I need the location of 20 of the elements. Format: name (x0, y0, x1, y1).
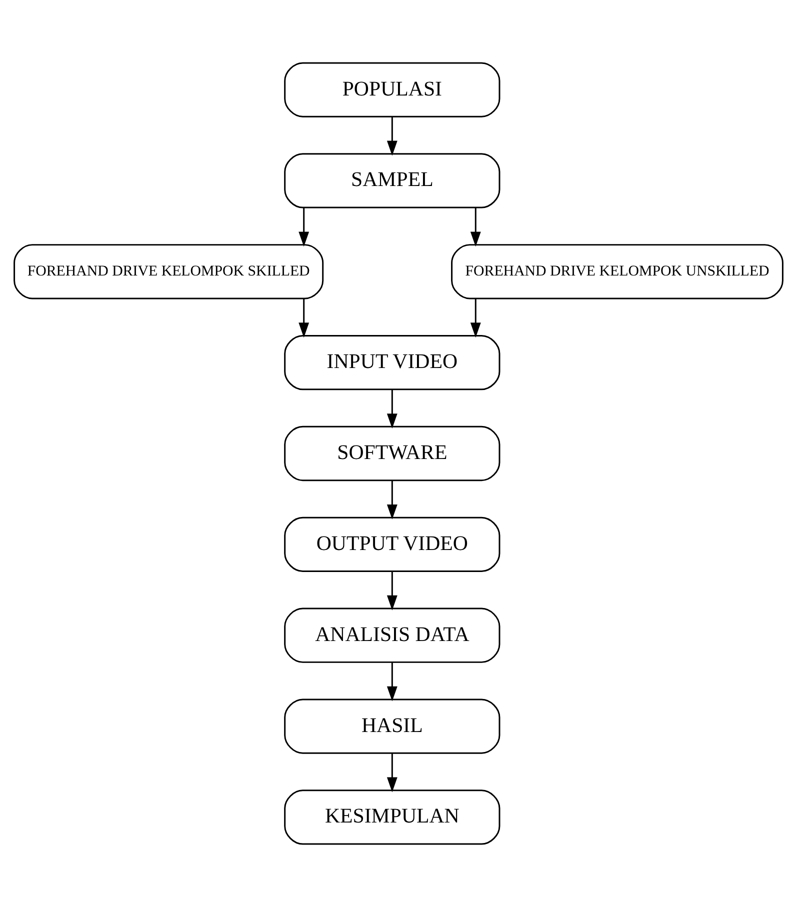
arrow (386, 480, 398, 519)
node-box: HASIL (284, 698, 500, 754)
node-box: POPULASI (284, 62, 500, 117)
arrow (386, 662, 398, 701)
arrow (298, 298, 310, 338)
node-box: FOREHAND DRIVE KELOMPOK UNSKILLED (451, 244, 784, 299)
arrow (386, 116, 398, 156)
node-box: INPUT VIDEO (284, 334, 500, 390)
arrow (386, 571, 398, 610)
node-box: FOREHAND DRIVE KELOMPOK SKILLED (14, 244, 324, 299)
node-box: SOFTWARE (284, 425, 500, 481)
arrow (470, 208, 481, 246)
node-box: SAMPEL (284, 152, 500, 208)
arrow (470, 298, 481, 338)
arrow (386, 753, 398, 792)
node-box: KESIMPULAN (284, 789, 500, 844)
arrow (386, 389, 398, 428)
node-box: ANALISIS DATA (284, 607, 500, 662)
arrow (298, 208, 310, 246)
node-box: OUTPUT VIDEO (284, 516, 500, 572)
